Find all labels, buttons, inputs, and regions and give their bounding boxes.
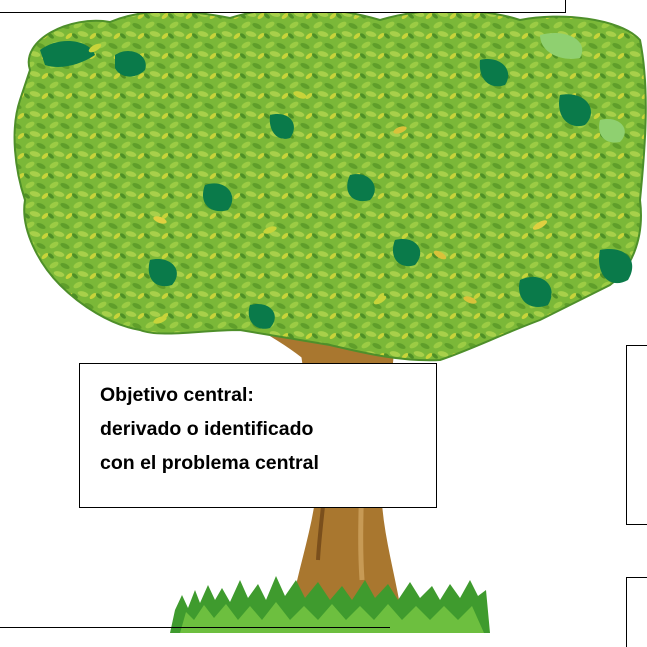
tree-illustration bbox=[13, 7, 647, 633]
right-text-box-upper bbox=[626, 345, 647, 525]
tree-canopy bbox=[13, 7, 647, 362]
grass bbox=[170, 576, 490, 633]
objective-line-2: derivado o identificado bbox=[100, 418, 314, 440]
objective-line-1: Objetivo central: bbox=[100, 384, 254, 406]
bottom-frame-line bbox=[0, 627, 390, 628]
top-frame bbox=[0, 0, 566, 13]
right-text-box-lower bbox=[626, 577, 647, 647]
central-objective-text: Objetivo central: derivado o identificad… bbox=[100, 378, 436, 480]
objective-line-3: con el problema central bbox=[100, 452, 319, 474]
central-objective-box: Objetivo central: derivado o identificad… bbox=[79, 363, 437, 508]
